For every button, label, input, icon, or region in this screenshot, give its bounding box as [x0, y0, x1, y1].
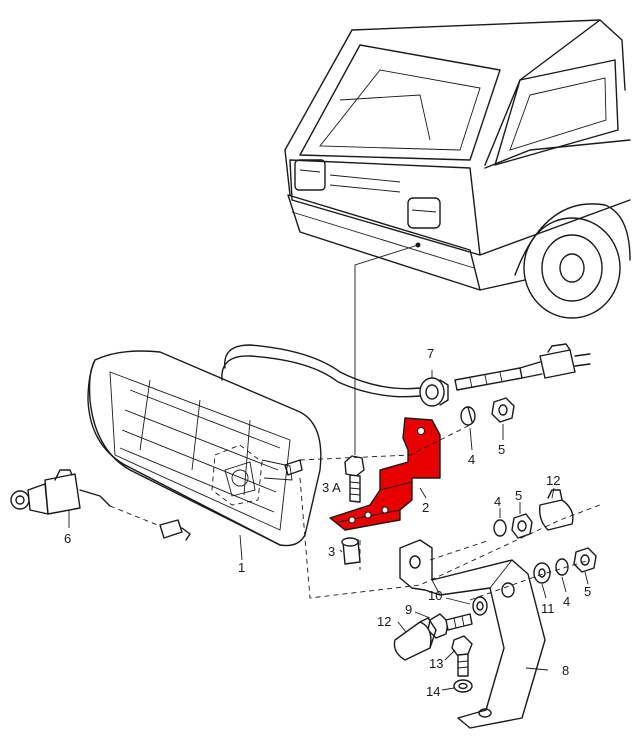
- callout-leaders: [68, 370, 589, 691]
- mounting-bracket-8: [399, 539, 546, 729]
- callout-4-right: 4: [563, 594, 570, 609]
- callout-2: 2: [422, 500, 429, 515]
- callout-10: 10: [428, 588, 442, 603]
- callout-5-top: 5: [498, 442, 505, 457]
- bulb-6: [10, 469, 191, 541]
- callout-11: 11: [541, 601, 555, 616]
- lamp-cable: [224, 344, 421, 390]
- washer-nut-mid: [493, 489, 574, 539]
- van-illustration: [284, 19, 631, 319]
- spacer-3: [341, 537, 361, 565]
- bolt-9-washer-10: [427, 596, 488, 639]
- axis-line-1: [299, 424, 471, 461]
- cap-12-lower: [393, 617, 437, 661]
- bracket-highlighted: [329, 417, 441, 531]
- axis-line-3: [429, 539, 491, 561]
- axis-line-4: [469, 559, 591, 601]
- grommet: [419, 377, 449, 407]
- callout-9: 9: [405, 602, 412, 617]
- callout-12-lower: 12: [377, 614, 391, 629]
- axis-line-2: [299, 477, 601, 599]
- callout-13: 13: [429, 656, 443, 671]
- washer-nut-right: [533, 547, 597, 584]
- callout-3a: 3 A: [322, 480, 341, 495]
- bolt-13-washer-14: [451, 635, 473, 693]
- connector-plug: [454, 343, 591, 391]
- callout-12-upper: 12: [546, 473, 560, 488]
- callout-14: 14: [426, 684, 440, 699]
- leader-line-van: [354, 244, 419, 455]
- callout-4-mid: 4: [494, 494, 501, 509]
- callout-7: 7: [427, 346, 434, 361]
- callout-5-mid: 5: [515, 488, 522, 503]
- callout-4-top: 4: [468, 452, 475, 467]
- washer-nut-top: [460, 397, 515, 426]
- callout-3: 3: [328, 544, 335, 559]
- callout-5-right: 5: [584, 584, 591, 599]
- callout-6: 6: [64, 531, 71, 546]
- callout-1: 1: [238, 560, 245, 575]
- fog-lamp-housing: [87, 350, 322, 547]
- callout-8: 8: [562, 663, 569, 678]
- bolt-3a: [344, 455, 365, 503]
